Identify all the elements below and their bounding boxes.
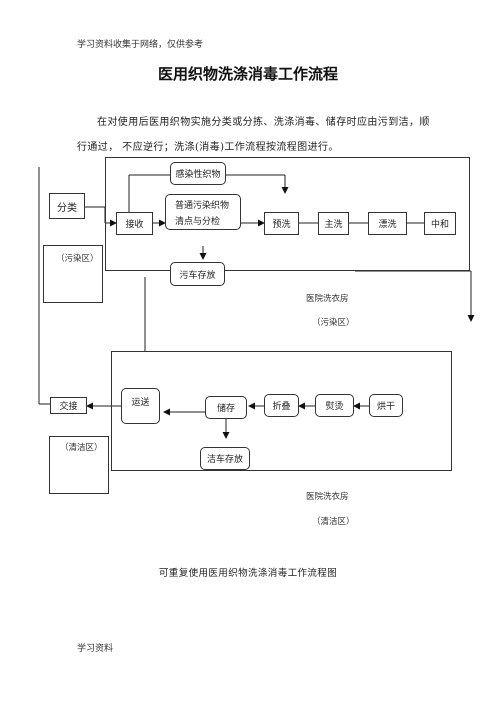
footer-note: 学习资料 <box>77 644 114 654</box>
clean-room-zone: （清洁区） <box>312 517 355 527</box>
clean-zone-label: （清洁区） <box>60 443 103 453</box>
transport-box: 运送 <box>121 388 160 424</box>
intro-line-1: 在对使用后医用织物实施分类或分拣、洗涤消毒、储存时应由污到洁，顺 <box>97 117 430 128</box>
iron-box: 熨烫 <box>315 394 354 417</box>
rinse-box: 漂洗 <box>368 212 407 235</box>
intro-line-2: 行通过， 不应逆行；洗涤(消毒)工作流程按流程图进行。 <box>77 142 339 153</box>
page-title: 医用织物洗涤消毒工作流程 <box>157 65 338 83</box>
classify-box: 分类 <box>49 193 85 219</box>
clean-cart-box: 洁车存放 <box>200 447 250 470</box>
dirty-zone-side-box <box>43 245 103 303</box>
dirty-room-zone: （污染区） <box>312 318 355 328</box>
dirty-cart-box: 污车存放 <box>170 262 225 286</box>
dirty-zone-frame <box>105 157 470 271</box>
clean-zone-side-box <box>49 436 109 494</box>
figure-caption: 可重复使用医用织物洗涤消毒工作流程图 <box>158 568 338 579</box>
normal-textiles-box: 普通污染织物 清点与分检 <box>165 194 241 230</box>
receive-box: 接收 <box>116 212 153 235</box>
dirty-zone-label: （污染区） <box>56 254 99 264</box>
infectious-textiles-box: 感染性织物 <box>170 162 226 185</box>
dry-box: 烘干 <box>369 394 403 417</box>
normal-textiles-line1: 普通污染织物 <box>175 200 230 211</box>
prewash-box: 预洗 <box>264 212 299 235</box>
clean-room-name: 医院洗衣房 <box>306 492 349 502</box>
clean-zone-frame <box>111 351 452 471</box>
storage-box: 储存 <box>205 396 247 419</box>
normal-textiles-line2: 清点与分检 <box>175 216 221 227</box>
handover-box: 交接 <box>50 397 87 414</box>
dirty-room-name: 医院洗衣房 <box>306 294 349 304</box>
fold-box: 折叠 <box>264 394 299 417</box>
mainwash-box: 主洗 <box>318 212 349 235</box>
neutralize-box: 中和 <box>424 212 456 235</box>
header-note: 学习资料收集于网络，仅供参考 <box>77 40 204 50</box>
